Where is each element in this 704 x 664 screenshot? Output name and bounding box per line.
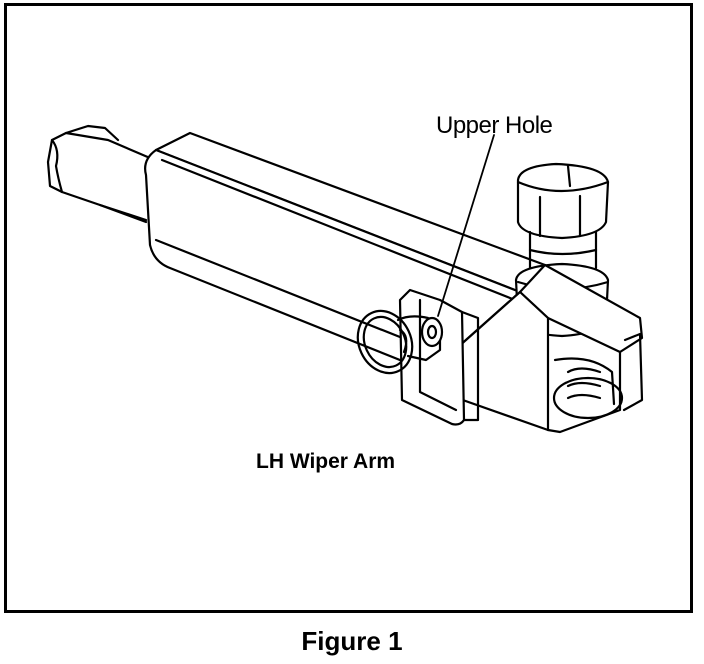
retaining-pin: [356, 309, 444, 375]
arm-shaft: [46, 124, 152, 224]
part-caption: LH Wiper Arm: [256, 450, 396, 473]
clamp-band: [398, 288, 480, 426]
figure-title: Figure 1: [301, 626, 403, 656]
upper-hole-callout: Upper Hole: [436, 112, 553, 139]
callout-leader-line: [437, 134, 495, 317]
